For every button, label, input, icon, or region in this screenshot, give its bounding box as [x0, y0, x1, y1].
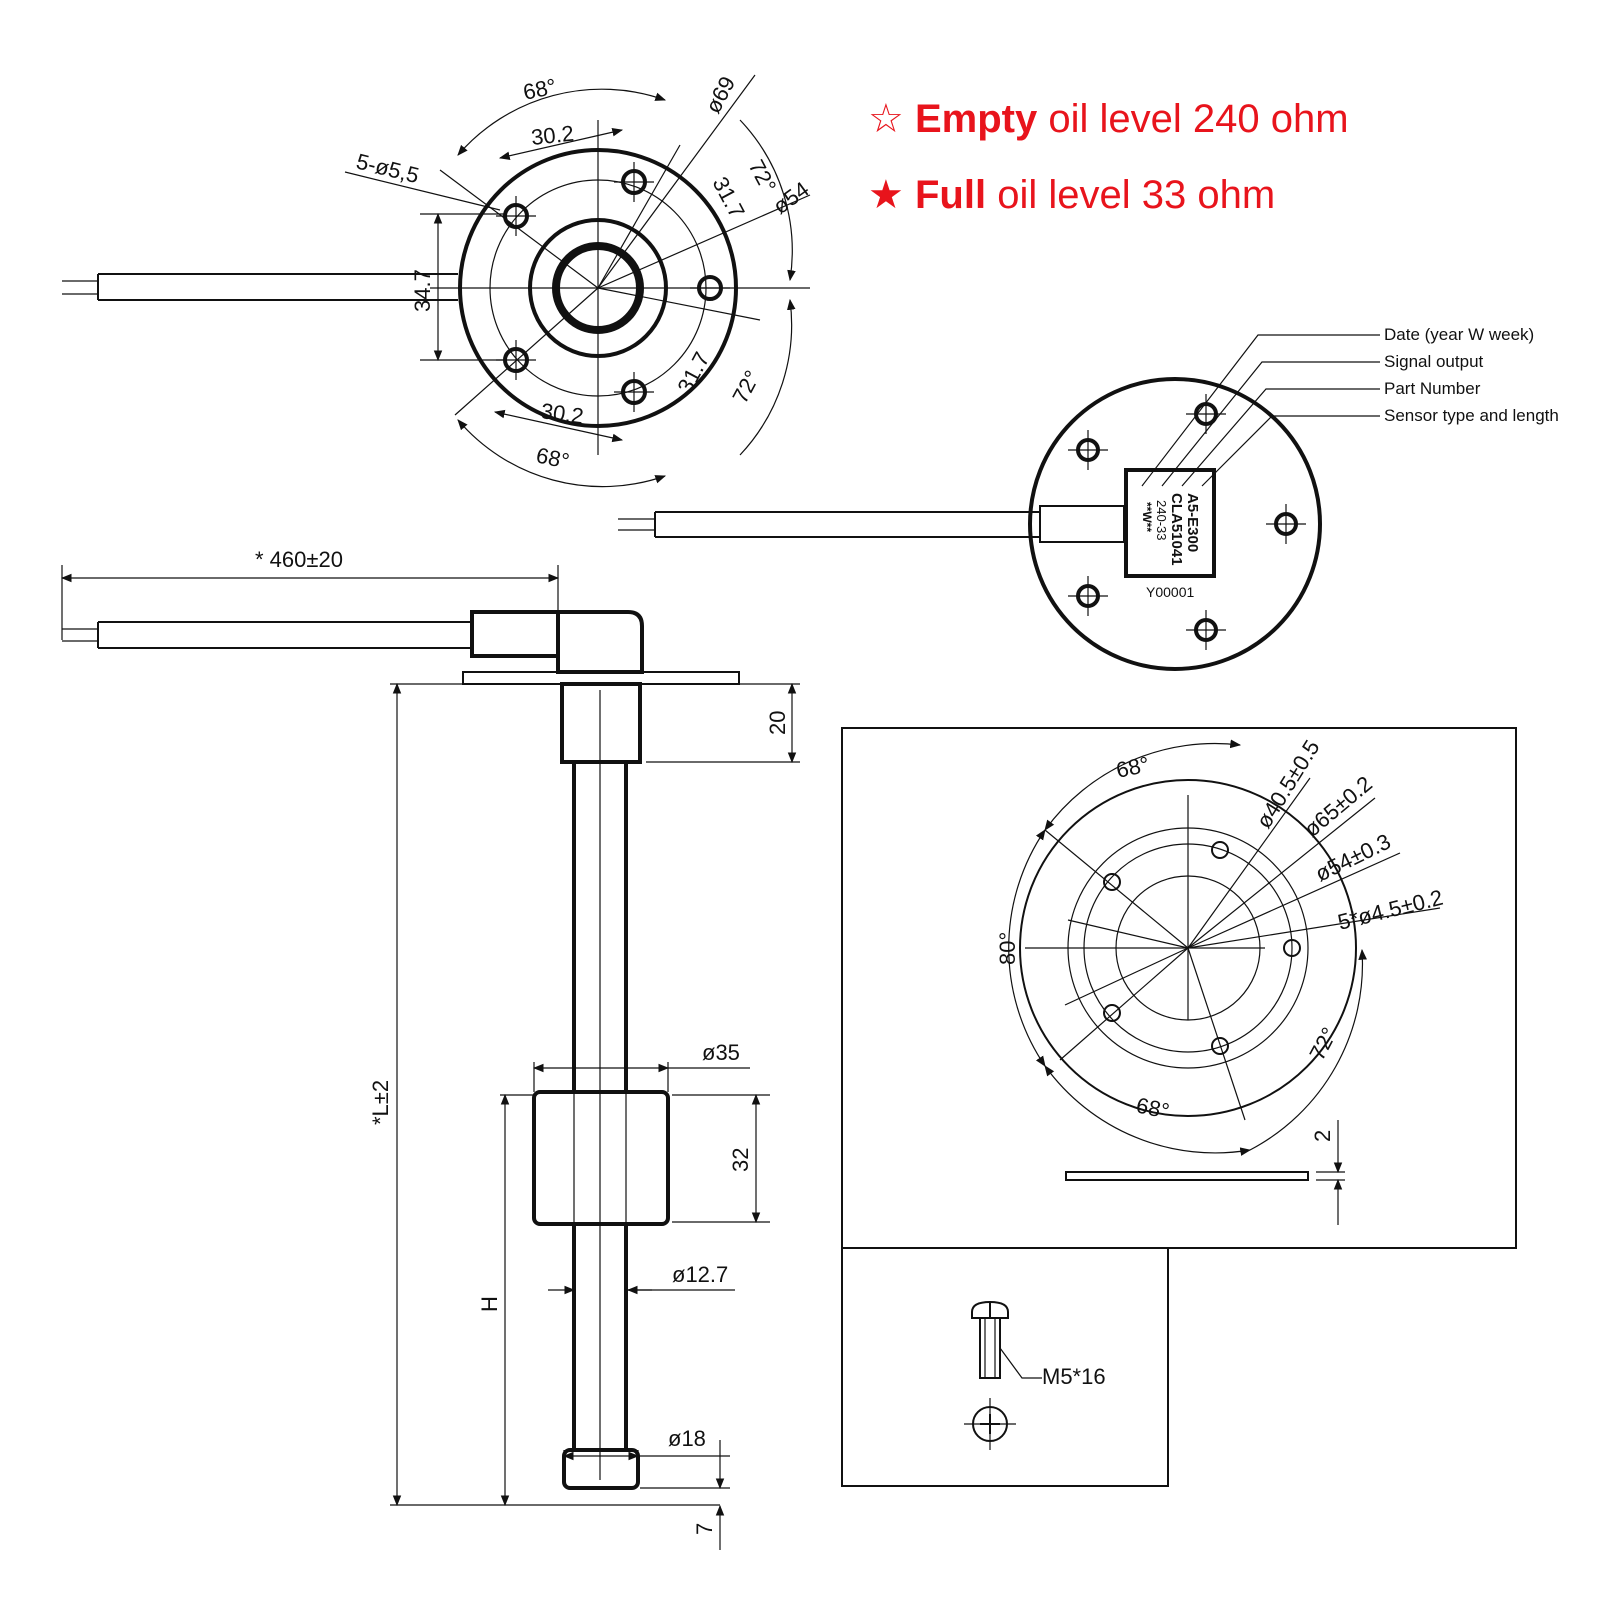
float-dia-label: ø35 — [702, 1040, 740, 1065]
float-travel-label: H — [477, 1296, 502, 1312]
float-height-label: 32 — [728, 1148, 753, 1172]
cutout-holes: 5*ø4.5±0.2 — [1335, 885, 1445, 935]
mounting-hole — [1186, 610, 1226, 650]
label-line-2: CLA51041 — [1168, 493, 1185, 566]
top-dim-30-2-label: 30.2 — [530, 121, 575, 150]
top-angle-72-label: 72° — [744, 156, 782, 197]
label-line-3: 240-33 — [1154, 500, 1169, 540]
bottom-angle-68-label: 68° — [534, 442, 572, 473]
cutout-angle-80: 80° — [995, 932, 1020, 965]
cutout-angle-68-top: 68° — [1114, 752, 1152, 783]
cutout-dia-54: ø54±0.3 — [1311, 829, 1394, 887]
bottom-angle-72-label: 72° — [727, 366, 765, 407]
gasket-thickness-label: 2 — [1310, 1130, 1335, 1142]
mounting-hole — [614, 372, 654, 412]
empty-strong: Empty — [915, 97, 1038, 141]
full-rest: oil level 33 ohm — [997, 173, 1275, 217]
top-dia-69-label: ø69 — [700, 72, 740, 117]
bottom-dim-30-2-label: 30.2 — [539, 398, 585, 429]
tube-dia-label: ø12.7 — [672, 1262, 728, 1287]
cutout-angle-72: 72° — [1304, 1023, 1342, 1064]
callout-type: Sensor type and length — [1384, 406, 1559, 425]
empty-level-spec: ☆ Empty oil level 240 ohm — [868, 97, 1349, 141]
stop-height-label: 7 — [692, 1523, 717, 1535]
empty-rest: oil level 240 ohm — [1048, 97, 1348, 141]
mounting-hole — [1266, 504, 1306, 544]
screw-head-icon — [971, 1300, 1009, 1319]
cutout-hole — [1283, 939, 1301, 957]
resistance-specs: ☆ Empty oil level 240 ohm ★ Full oil lev… — [868, 97, 1349, 217]
serial-label: Y00001 — [1146, 584, 1194, 600]
full-star-icon: ★ — [868, 173, 904, 217]
mounting-hole — [690, 275, 730, 301]
label-view: Date (year W week) Signal output Part Nu… — [618, 325, 1559, 671]
side-view: * 460±20 20 *L± — [60, 547, 800, 1550]
mounting-hole — [1068, 430, 1108, 470]
callout-part: Part Number — [1384, 379, 1481, 398]
cutout-angle-68-bottom: 68° — [1134, 1092, 1172, 1123]
screw-view: M5*16 — [841, 1247, 1169, 1487]
cutout-hole — [1211, 841, 1229, 859]
full-level-spec: ★ Full oil level 33 ohm — [868, 173, 1275, 217]
total-length-label: *L±2 — [368, 1080, 393, 1125]
mounting-hole — [1068, 576, 1108, 616]
cable-length-label: * 460±20 — [255, 547, 343, 572]
cutout-hole — [1103, 1004, 1121, 1022]
cutout-view: 68° ø40.5±0.5 ø65±0.2 ø54±0.3 5*ø4.5±0.2… — [841, 727, 1517, 1249]
callout-signal: Signal output — [1384, 352, 1484, 371]
cutout-hole — [1103, 873, 1121, 891]
mounting-hole — [614, 162, 654, 202]
screw-spec-label: M5*16 — [1042, 1364, 1106, 1389]
label-line-1: A5-E300 — [1184, 493, 1201, 552]
head-height-label: 20 — [765, 711, 790, 735]
top-flange-view: 68° ø69 30.2 5-ø5,5 72° 31.7 ø54 34.7 31… — [62, 72, 814, 488]
callout-date: Date (year W week) — [1384, 325, 1534, 344]
top-angle-68-label: 68° — [521, 74, 559, 105]
stop-dia-label: ø18 — [668, 1426, 706, 1451]
cutout-hole — [1211, 1037, 1229, 1055]
top-dim-34-7-label: 34.7 — [410, 269, 435, 312]
full-strong: Full — [915, 173, 986, 217]
label-line-4: **W** — [1140, 502, 1154, 532]
empty-star-icon: ☆ — [868, 97, 904, 141]
